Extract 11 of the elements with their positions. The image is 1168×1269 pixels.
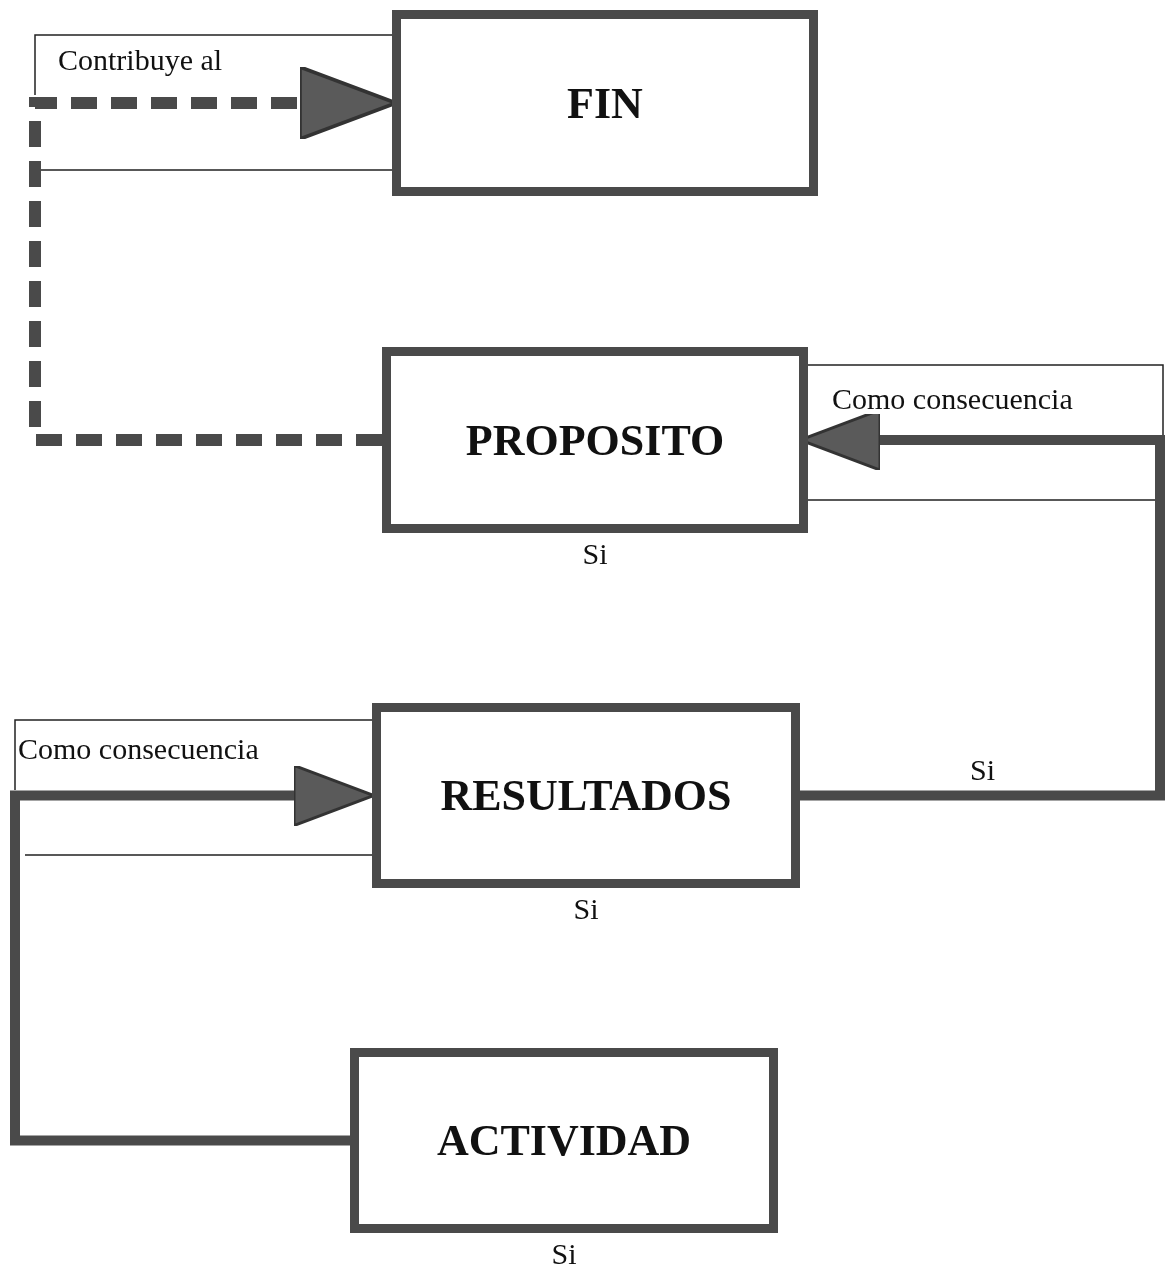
box-title: PROPOSITO xyxy=(465,414,725,466)
box-title: ACTIVIDAD xyxy=(436,1115,692,1166)
box-title: FIN xyxy=(567,77,643,129)
process-box xyxy=(372,703,800,888)
process-box xyxy=(392,10,818,196)
box-caption: Si xyxy=(573,892,599,926)
process-box xyxy=(382,347,808,533)
box-caption: Si xyxy=(582,537,608,571)
box-title: RESULTADOS xyxy=(440,770,732,821)
process-box xyxy=(350,1048,778,1233)
box-caption: Si xyxy=(551,1237,577,1269)
